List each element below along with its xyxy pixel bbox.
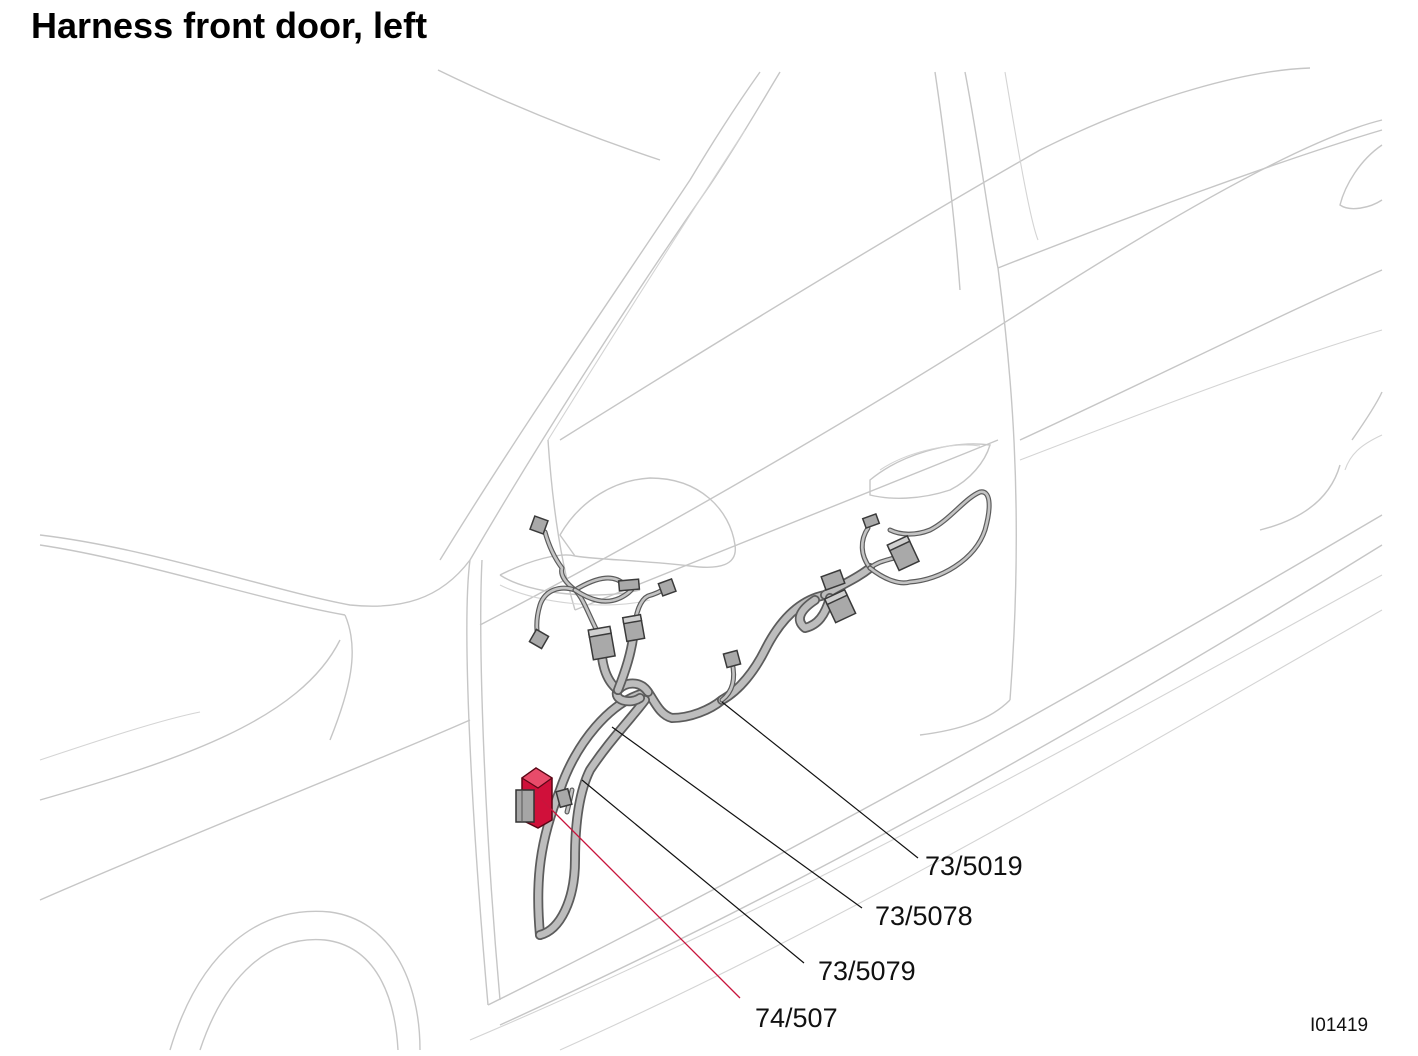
- leader-74-507: [541, 799, 741, 999]
- car-body-outline: [39, 67, 1383, 1051]
- connectors: [528, 512, 921, 809]
- callout-74-507: 74/507: [755, 1003, 838, 1033]
- leader-lines: [541, 701, 919, 999]
- leader-73-5078: [611, 726, 863, 909]
- callout-73-5078: 73/5078: [875, 901, 973, 931]
- leader-73-5019: [721, 701, 919, 859]
- callout-73-5079: 73/5079: [818, 956, 916, 986]
- highlighted-connector-74-507: [515, 767, 554, 829]
- callout-73-5019: 73/5019: [925, 851, 1023, 881]
- diagram-title: Harness front door, left: [31, 5, 428, 46]
- leader-73-5079: [581, 779, 805, 964]
- image-code: I01419: [1310, 1015, 1369, 1036]
